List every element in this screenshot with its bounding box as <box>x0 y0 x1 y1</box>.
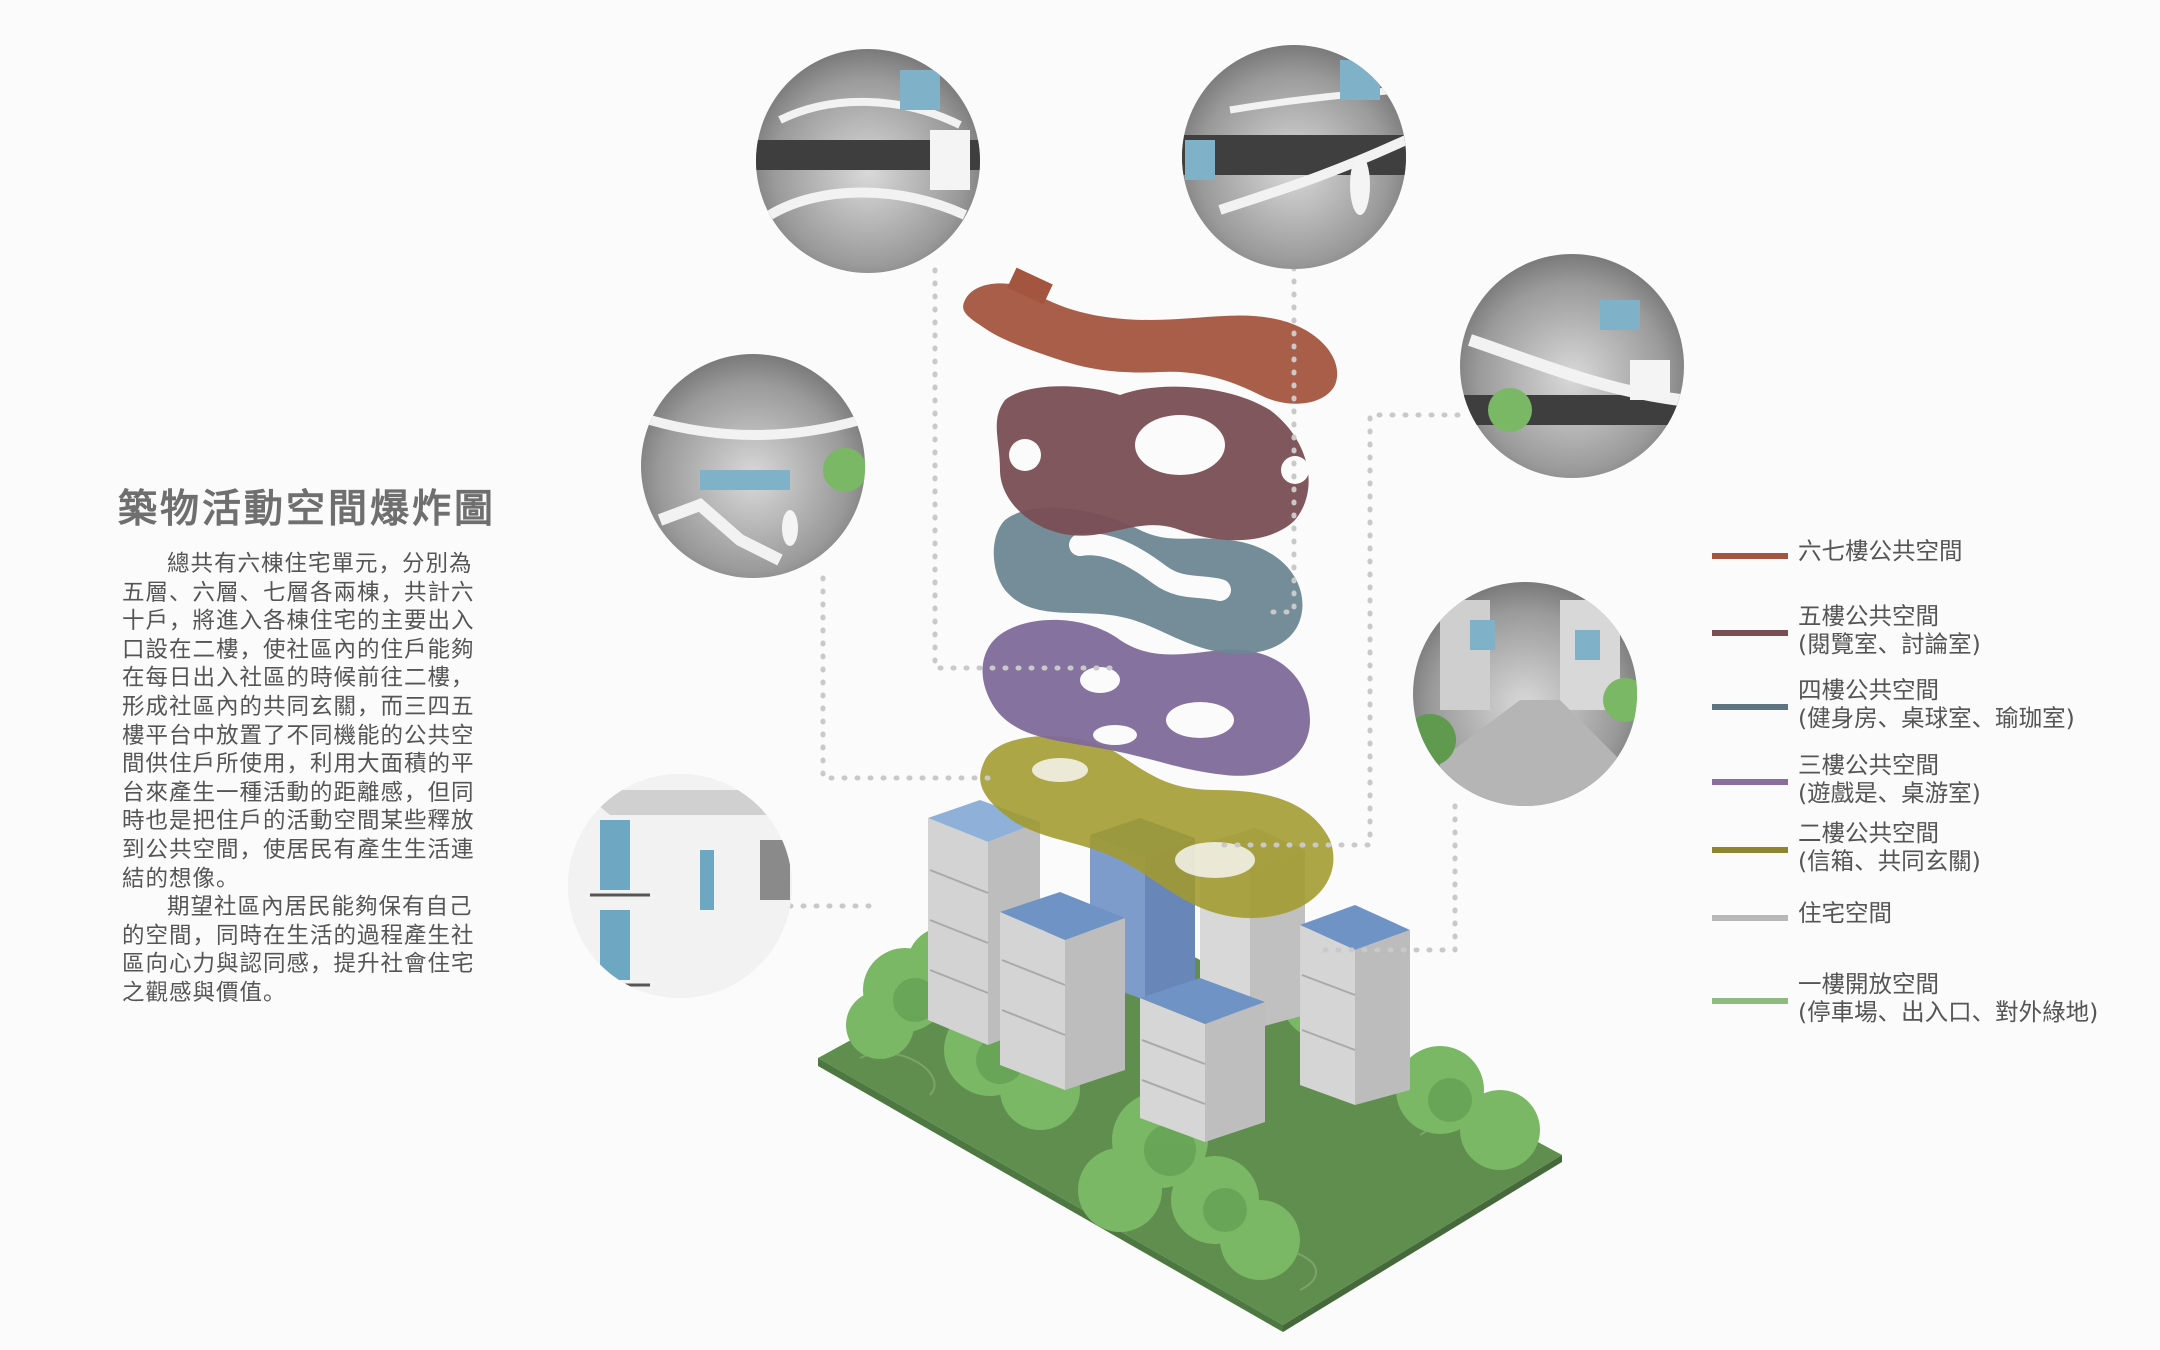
legend-sublabel: (停車場、出入口、對外綠地) <box>1798 998 2099 1026</box>
vignette-circle-4 <box>641 354 865 578</box>
legend-swatch <box>1712 915 1788 921</box>
legend-label: 住宅空間 <box>1798 899 1892 927</box>
legend-sublabel: (信箱、共同玄關) <box>1798 847 1981 875</box>
floor-67-platform <box>963 283 1338 404</box>
description-text: 總共有六棟住宅單元，分別為五層、六層、七層各兩棟，共計六十戶，將進入各棟住宅的主… <box>122 550 492 1008</box>
legend-label: 一樓開放空間 <box>1798 970 1939 998</box>
vignette-circle-6 <box>568 774 792 998</box>
floor-3-platform <box>982 619 1310 776</box>
legend-sublabel: (遊戲是、桌游室) <box>1798 779 1981 807</box>
legend-label: 四樓公共空間 <box>1798 676 1939 704</box>
leader-lines <box>787 265 1461 953</box>
diagram-title: 築物活動空間爆炸圖 <box>118 487 497 532</box>
description-paragraph-1: 總共有六棟住宅單元，分別為五層、六層、七層各兩棟，共計六十戶，將進入各棟住宅的主… <box>122 551 475 892</box>
legend-swatch <box>1712 630 1788 636</box>
legend-swatch <box>1712 553 1788 559</box>
description-paragraph-2: 期望社區內居民能夠保有自己的空間，同時在生活的過程產生社區向心力與認同感，提升社… <box>122 894 475 1006</box>
floor-2-platform <box>980 736 1334 919</box>
legend-label: 五樓公共空間 <box>1798 602 1939 630</box>
legend-label: 三樓公共空間 <box>1798 751 1939 779</box>
legend: 六七樓公共空間 五樓公共空間 (閱覽室、討論室) 四樓公共空間 (健身房、桌球室… <box>1712 530 2132 1050</box>
legend-swatch <box>1712 704 1788 710</box>
vignette-circle-2 <box>1182 45 1406 269</box>
legend-label: 二樓公共空間 <box>1798 819 1939 847</box>
vignette-circle-5 <box>1413 582 1637 806</box>
legend-swatch <box>1712 779 1788 785</box>
legend-sublabel: (閱覽室、討論室) <box>1798 630 1981 658</box>
vignette-circle-3 <box>1460 254 1684 478</box>
legend-swatch <box>1712 998 1788 1004</box>
legend-sublabel: (健身房、桌球室、瑜珈室) <box>1798 704 2075 732</box>
vignette-circle-1 <box>756 49 980 273</box>
legend-label: 六七樓公共空間 <box>1798 537 1963 565</box>
legend-swatch <box>1712 847 1788 853</box>
